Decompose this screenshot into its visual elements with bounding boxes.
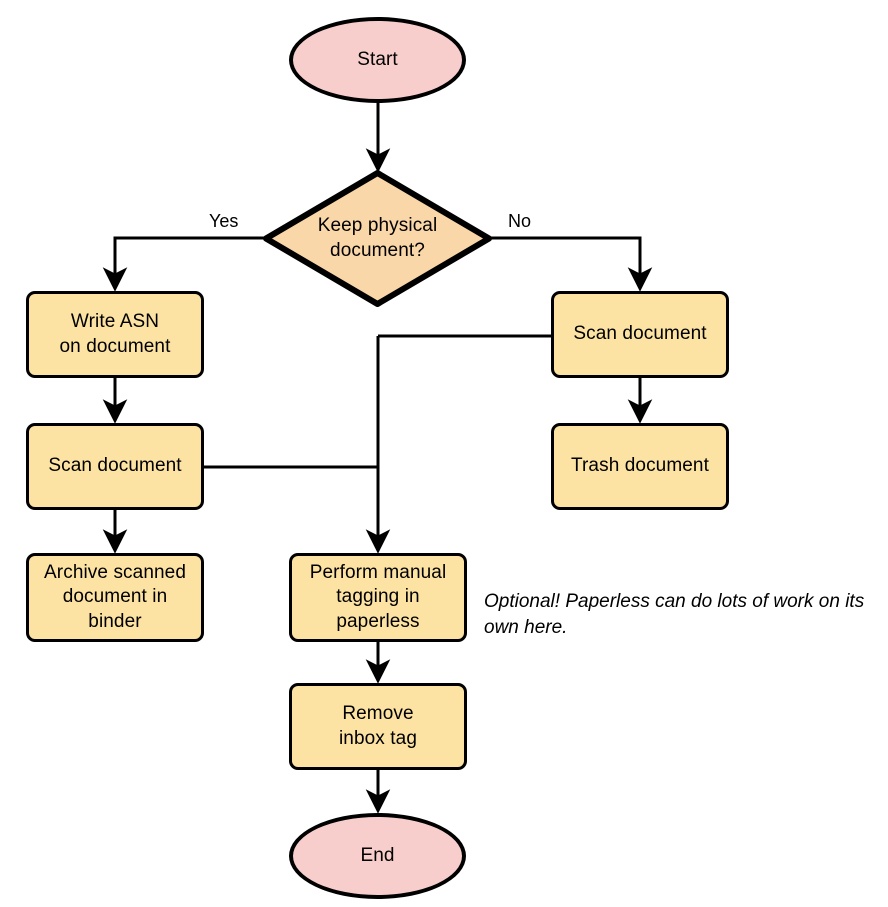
decision-line-1: Keep physical [317, 215, 438, 237]
annotation-optional-note: Optional! Paperless can do lots of work … [484, 591, 865, 638]
node-manual-tagging[interactable]: Perform manual tagging in paperless [289, 553, 467, 642]
node-trash-document[interactable]: Trash document [551, 423, 729, 510]
manual-tagging-line-2: tagging in [336, 586, 420, 608]
edge-decision-to-write-asn [102, 236, 265, 292]
node-end-label: End [360, 844, 395, 866]
node-scan-document-left[interactable]: Scan document [26, 423, 204, 510]
node-start-label: Start [357, 48, 398, 70]
node-scan-document-left-label: Scan document [48, 455, 182, 477]
node-write-asn[interactable]: Write ASN on document [26, 291, 204, 378]
node-keep-physical-document[interactable]: Keep physical document? [263, 170, 492, 307]
remove-inbox-tag-line-1: Remove [342, 703, 414, 725]
archive-line-2: document in [62, 586, 168, 608]
manual-tagging-line-1: Perform manual [309, 562, 447, 584]
edge-label-yes: Yes [209, 211, 239, 231]
node-archive-in-binder[interactable]: Archive scanned document in binder [26, 553, 204, 642]
node-write-asn-label: Write ASN on document [60, 310, 171, 358]
node-manual-tagging-label: Perform manual tagging in paperless [310, 561, 447, 633]
decision-line-2: document? [330, 239, 425, 261]
remove-inbox-tag-line-2: inbox tag [338, 727, 417, 749]
node-end[interactable]: End [289, 813, 466, 899]
write-asn-line-2: on document [59, 335, 171, 357]
node-archive-in-binder-label: Archive scanned document in binder [44, 561, 186, 633]
node-remove-inbox-tag-label: Remove inbox tag [339, 702, 417, 750]
node-scan-document-right[interactable]: Scan document [551, 291, 729, 378]
node-trash-document-label: Trash document [571, 455, 709, 477]
edge-label-no: No [508, 211, 532, 231]
node-scan-document-right-label: Scan document [573, 323, 707, 345]
archive-line-1: Archive scanned [44, 562, 186, 584]
write-asn-line-1: Write ASN [70, 311, 160, 333]
archive-line-3: binder [88, 610, 142, 632]
edge-decision-to-scan-right [490, 236, 653, 292]
node-keep-physical-document-label: Keep physical document? [263, 214, 492, 262]
node-remove-inbox-tag[interactable]: Remove inbox tag [289, 683, 467, 770]
diamond-shape [263, 170, 492, 307]
manual-tagging-line-3: paperless [336, 610, 420, 632]
node-start[interactable]: Start [289, 17, 466, 103]
